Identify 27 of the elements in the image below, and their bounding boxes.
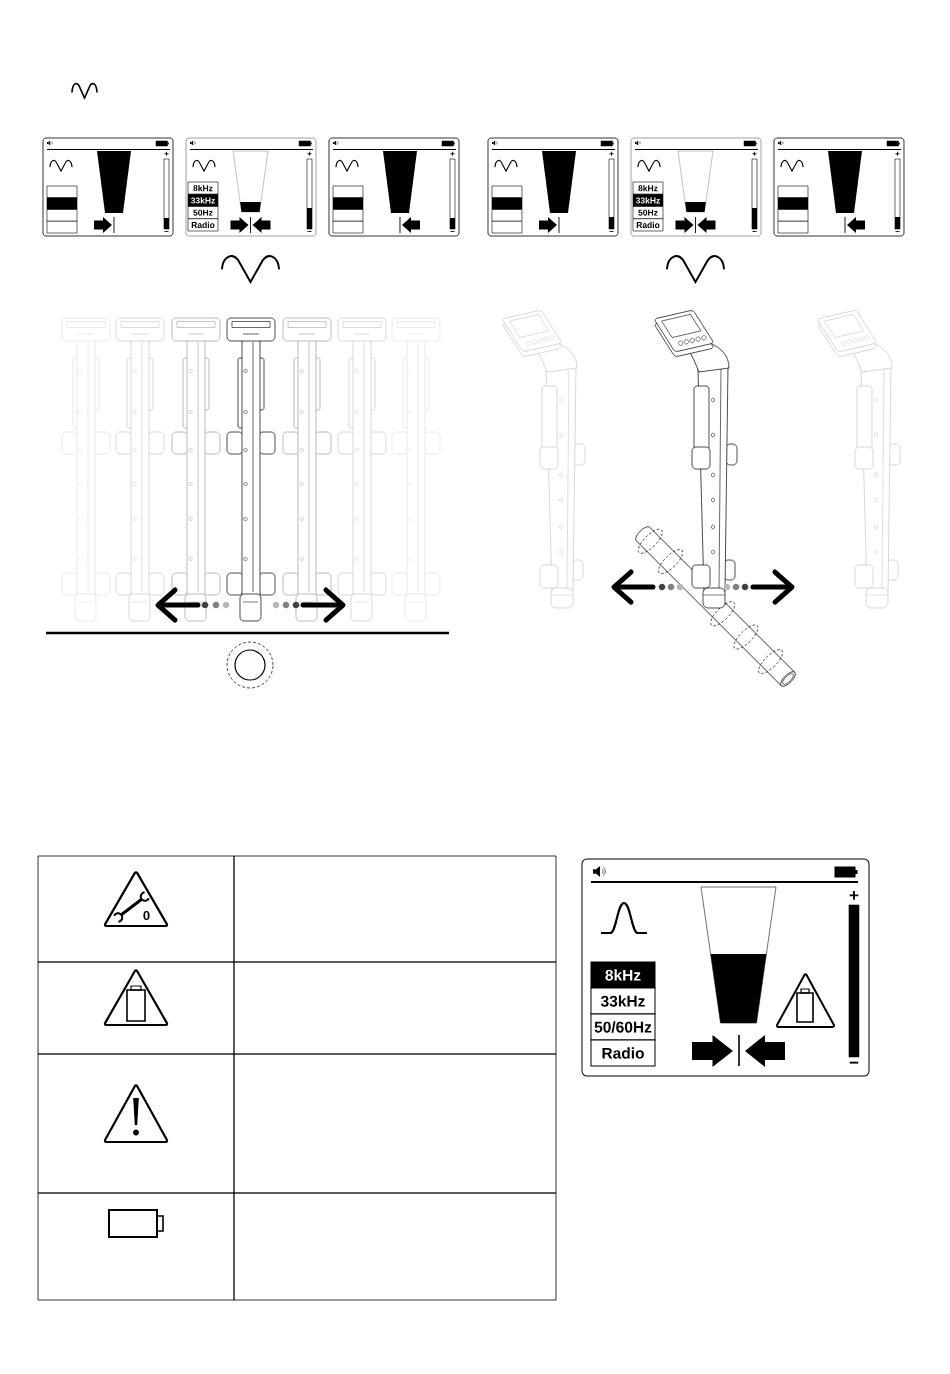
plus-sign: + [895, 151, 900, 156]
frequency-cell: 50/60Hz [590, 1013, 656, 1041]
frequency-cell: 8kHz [590, 961, 656, 989]
frequency-cell: 8kHz [632, 181, 664, 195]
frequency-cell: 8kHz [187, 181, 219, 195]
frequency-cell: 50Hz [632, 206, 664, 220]
frequency-cell: 33kHz [590, 987, 656, 1015]
frequency-cell: Radio [590, 1039, 656, 1067]
plus-sign: + [609, 151, 614, 156]
plus-sign: + [450, 151, 455, 156]
minus-sign: − [164, 230, 169, 232]
frequency-cell: 33kHz [187, 193, 219, 207]
frequency-cell: 50Hz [187, 206, 219, 220]
plus-sign: + [849, 891, 859, 900]
plus-sign: + [164, 151, 169, 156]
minus-sign: − [895, 230, 900, 232]
plus-sign: + [752, 151, 757, 156]
minus-sign: − [752, 230, 757, 232]
plus-sign: + [307, 151, 312, 156]
minus-sign: − [307, 230, 312, 232]
digit-label: 0 [143, 910, 150, 921]
minus-sign: − [609, 230, 614, 232]
minus-sign: − [450, 230, 455, 232]
frequency-cell: Radio [187, 218, 219, 232]
minus-sign: − [849, 1061, 859, 1064]
frequency-cell: Radio [632, 218, 664, 232]
frequency-cell: 33kHz [632, 193, 664, 207]
